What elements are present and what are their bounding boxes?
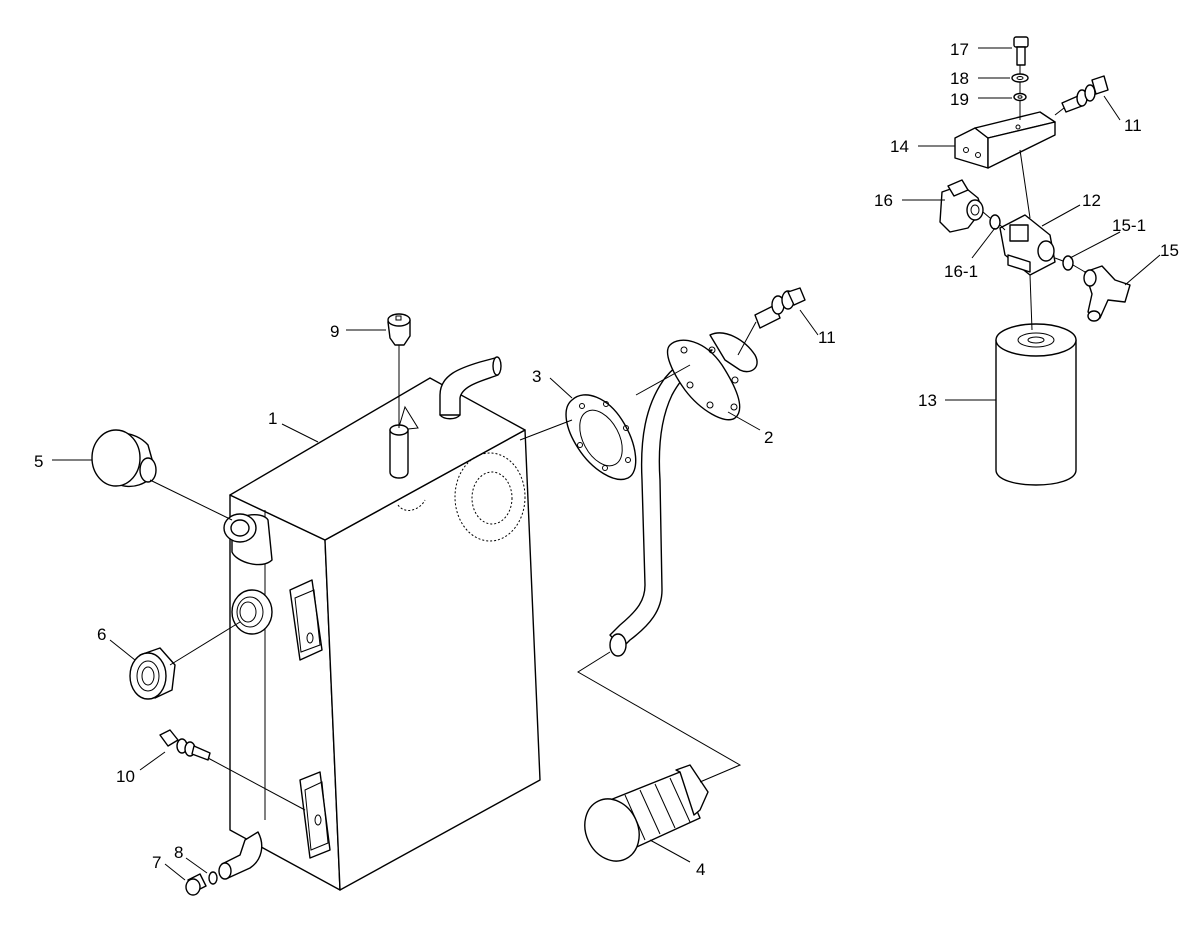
tank-inlet-tube — [389, 424, 409, 479]
top-plug — [387, 313, 411, 346]
label-part-8: 8 — [174, 843, 183, 862]
bolt-set — [159, 729, 211, 761]
hidden-port-outline — [397, 452, 526, 542]
suction-pipe — [609, 332, 758, 657]
label-part-4: 4 — [696, 860, 705, 879]
breather-cap — [91, 429, 157, 488]
filter-cartridge — [995, 323, 1077, 486]
label-part-14: 14 — [890, 137, 909, 156]
label-part-12: 12 — [1082, 191, 1101, 210]
hydraulic-tank — [229, 377, 541, 891]
label-part-18: 18 — [950, 69, 969, 88]
lock-washer — [1011, 73, 1029, 83]
drain-plug — [185, 873, 207, 896]
label-part-9: 9 — [330, 322, 339, 341]
label-part-11-bracket: 11 — [1124, 116, 1142, 135]
o-ring-16-1 — [989, 214, 1001, 230]
label-part-19: 19 — [950, 90, 969, 109]
o-ring — [208, 871, 218, 885]
suction-strainer — [584, 764, 709, 862]
assembly-lines — [52, 47, 1161, 881]
label-part-6: 6 — [97, 625, 106, 644]
label-part-16-1: 16-1 — [944, 262, 978, 281]
label-part-15: 15 — [1160, 241, 1179, 260]
label-part-7: 7 — [152, 853, 161, 872]
label-part-2: 2 — [764, 428, 773, 447]
lower-mounting-bracket — [299, 771, 331, 859]
label-part-3: 3 — [532, 367, 541, 386]
label-part-17: 17 — [950, 40, 969, 59]
elbow-fitting-15 — [1083, 265, 1131, 322]
bracket-bolt-set — [1061, 75, 1109, 113]
filter-bracket — [954, 111, 1056, 169]
o-ring-15-1 — [1062, 255, 1074, 271]
level-gauge — [129, 647, 176, 700]
flange-bolt-set — [754, 287, 806, 329]
label-part-5: 5 — [34, 452, 43, 471]
drain-elbow — [218, 831, 263, 880]
label-part-15-1: 15-1 — [1112, 216, 1146, 235]
gasket — [565, 394, 637, 480]
label-part-13: 13 — [918, 391, 937, 410]
label-part-11-tank: 11 — [818, 328, 836, 347]
upper-mounting-bracket — [289, 579, 323, 661]
elbow-fitting-16 — [939, 179, 984, 233]
label-part-1: 1 — [268, 409, 277, 428]
gauge-port — [231, 589, 273, 635]
flat-washer — [1013, 92, 1027, 102]
filter-head — [999, 214, 1056, 276]
label-part-10: 10 — [116, 767, 135, 786]
part-labels: 1 2 3 4 5 6 7 8 9 10 11 11 12 13 14 15 1… — [34, 40, 1179, 879]
top-return-pipe — [439, 356, 502, 420]
filler-neck — [223, 513, 273, 566]
label-part-16: 16 — [874, 191, 893, 210]
bolt-17 — [1013, 36, 1029, 66]
